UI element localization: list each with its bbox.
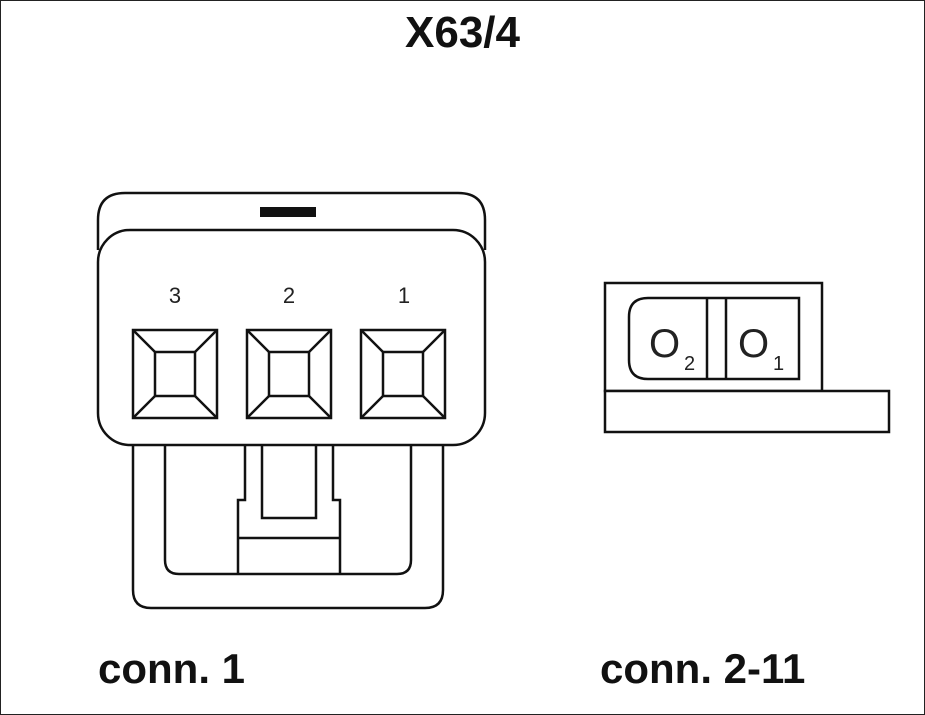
diagram-title: X63/4	[405, 8, 520, 57]
pin-socket-3	[131, 328, 219, 420]
pin-label-1: 1	[398, 283, 410, 308]
connector-2-11-base	[603, 389, 891, 434]
connector-1-body	[96, 228, 487, 447]
connector-1: 3 2 1	[96, 191, 487, 610]
connector-1-key-marker	[260, 207, 316, 217]
contact-2-symbol: O	[649, 322, 680, 366]
connector-1-latch	[131, 445, 445, 610]
connector-2-11-contact-frame	[627, 296, 801, 381]
pin-label-3: 3	[169, 283, 181, 308]
connector-1-caption: conn. 1	[98, 645, 246, 692]
contact-1-number: 1	[773, 353, 784, 375]
pin-socket-1	[359, 328, 447, 420]
contact-2-number: 2	[684, 353, 695, 375]
connector-2-11: O 2 O 1	[603, 281, 891, 434]
contact-2: O 2	[649, 322, 695, 375]
pin-socket-2	[245, 328, 333, 420]
connector-2-11-caption: conn. 2-11	[600, 645, 806, 692]
connector-1-outer-shell	[96, 191, 487, 250]
pin-label-2: 2	[283, 283, 295, 308]
contact-1: O 1	[738, 322, 784, 375]
contact-1-symbol: O	[738, 322, 769, 366]
